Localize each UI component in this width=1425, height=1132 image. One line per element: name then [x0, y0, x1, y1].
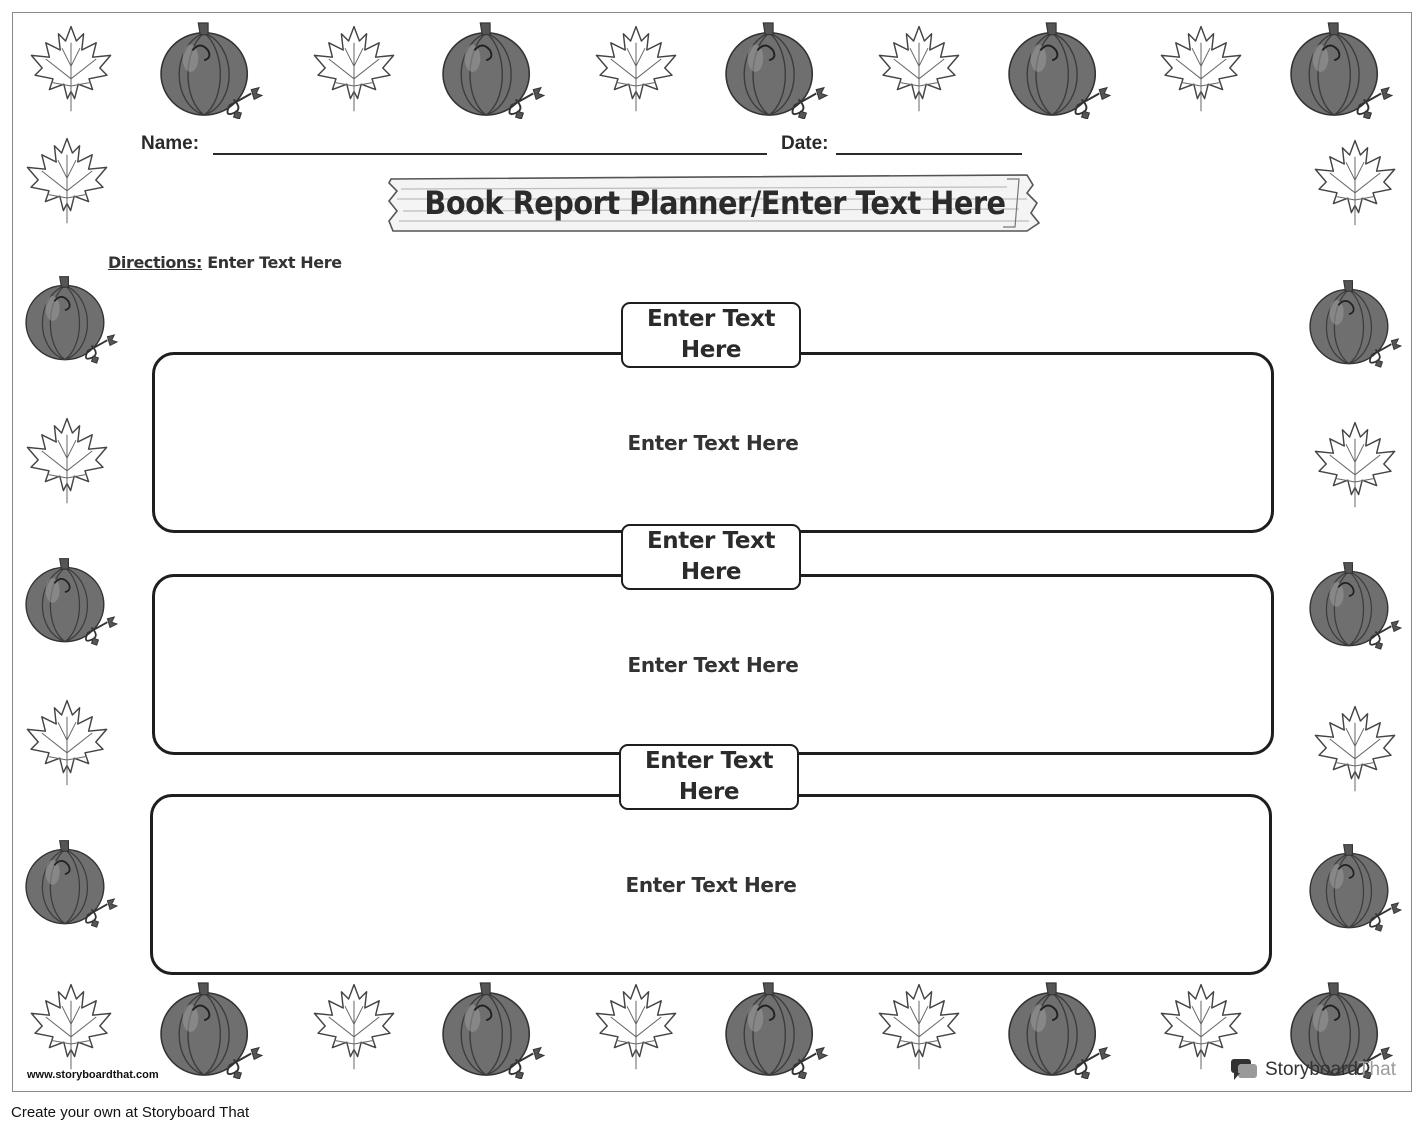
- logo-word-light: That: [1357, 1059, 1396, 1080]
- title-banner: [387, 174, 1041, 232]
- pumpkin-icon: [153, 981, 271, 1079]
- maple-leaf-icon: [25, 981, 117, 1071]
- pumpkin-icon: [718, 981, 836, 1079]
- maple-leaf-icon: [308, 981, 400, 1071]
- directions-label: Directions:: [108, 253, 203, 272]
- maple-leaf-icon: [590, 981, 682, 1071]
- logo-word-dark: Storyboard: [1265, 1059, 1358, 1080]
- pumpkin-icon: [19, 263, 125, 375]
- site-url: www.storyboardthat.com: [27, 1069, 159, 1081]
- pumpkin-icon: [1303, 267, 1409, 379]
- directions-text: Enter Text Here: [202, 253, 342, 272]
- section-heading-2[interactable]: Enter Text Here: [621, 524, 801, 590]
- maple-leaf-icon: [21, 697, 113, 787]
- pumpkin-icon: [19, 827, 125, 939]
- pumpkin-icon: [1283, 21, 1401, 119]
- maple-leaf-icon: [1309, 703, 1401, 793]
- pumpkin-icon: [153, 21, 271, 119]
- pumpkin-icon: [19, 545, 125, 657]
- section-body-1: Enter Text Here: [627, 430, 799, 455]
- storyboardthat-logo: StoryboardThat: [1229, 1057, 1396, 1083]
- maple-leaf-icon: [873, 23, 965, 113]
- date-label: Date:: [781, 133, 829, 154]
- name-label: Name:: [141, 133, 200, 154]
- name-input[interactable]: [213, 153, 767, 155]
- maple-leaf-icon: [308, 23, 400, 113]
- section-panel-3[interactable]: Enter Text Here: [150, 794, 1272, 975]
- maple-leaf-icon: [873, 981, 965, 1071]
- maple-leaf-icon: [25, 23, 117, 113]
- worksheet-page: Name: Date: Book Report Planner/Enter Te…: [12, 12, 1412, 1092]
- maple-leaf-icon: [1155, 23, 1247, 113]
- maple-leaf-icon: [1309, 419, 1401, 509]
- section-heading-3[interactable]: Enter Text Here: [619, 744, 799, 810]
- section-body-2: Enter Text Here: [627, 652, 799, 677]
- pumpkin-icon: [1303, 831, 1409, 943]
- section-panel-2[interactable]: Enter Text Here: [152, 574, 1274, 755]
- pumpkin-icon: [1001, 981, 1119, 1079]
- pumpkin-icon: [1303, 549, 1409, 661]
- pumpkin-icon: [718, 21, 836, 119]
- speech-bubble-icon: [1229, 1057, 1259, 1083]
- section-heading-1[interactable]: Enter Text Here: [621, 302, 801, 368]
- pumpkin-icon: [435, 21, 553, 119]
- section-panel-1[interactable]: Enter Text Here: [152, 352, 1274, 533]
- pumpkin-icon: [435, 981, 553, 1079]
- date-input[interactable]: [836, 153, 1022, 155]
- maple-leaf-icon: [21, 135, 113, 225]
- footer-link[interactable]: Create your own at Storyboard That: [11, 1104, 250, 1121]
- maple-leaf-icon: [1309, 137, 1401, 227]
- section-body-3: Enter Text Here: [625, 872, 797, 897]
- maple-leaf-icon: [21, 415, 113, 505]
- worksheet-title[interactable]: Book Report Planner/Enter Text Here: [424, 184, 1006, 222]
- directions[interactable]: Directions: Enter Text Here: [108, 253, 342, 272]
- pumpkin-icon: [1001, 21, 1119, 119]
- maple-leaf-icon: [590, 23, 682, 113]
